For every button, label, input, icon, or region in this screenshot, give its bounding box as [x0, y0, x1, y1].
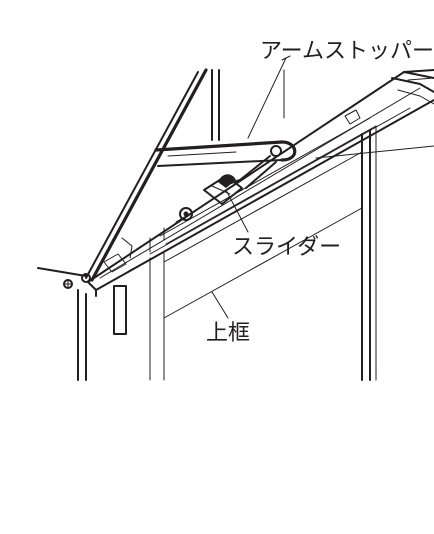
label-arm-stopper: アームストッパー: [260, 39, 434, 64]
leader-lines: [37, 55, 434, 319]
label-top-frame: 上框: [206, 321, 250, 346]
arm-stopper: [154, 140, 297, 189]
slider: [175, 174, 243, 223]
label-slider: スライダー: [232, 235, 341, 260]
